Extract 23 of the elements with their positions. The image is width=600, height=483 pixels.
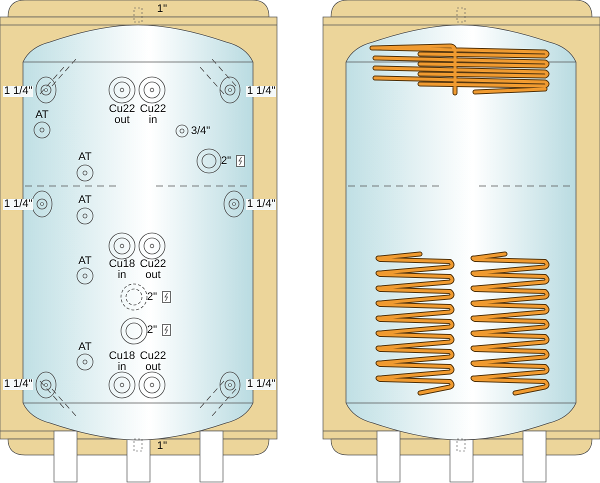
port-label: 1 1/4"	[3, 379, 34, 390]
port-label: AT	[77, 342, 93, 353]
port-label: AT	[77, 195, 93, 206]
port-label: 1 1/4"	[246, 199, 276, 210]
port-label: 1 1/4"	[3, 199, 34, 210]
port-label: Cu22 out	[138, 351, 168, 373]
port-label: Cu22 in	[138, 104, 168, 126]
port-label: 1 1/4"	[246, 86, 276, 97]
port-label: Cu22 out	[108, 104, 136, 126]
port-label: 1"	[157, 441, 168, 452]
port-label: 1"	[157, 4, 168, 15]
port-label: Cu18 in	[108, 259, 136, 281]
port-label: 1 1/4"	[3, 86, 34, 97]
port-label: AT	[77, 256, 93, 267]
port-label: AT	[77, 152, 93, 163]
port-label: 2"	[147, 292, 158, 303]
port-label: Cu18 in	[108, 351, 136, 373]
port-label: 2"	[221, 156, 232, 167]
port-label: AT	[34, 110, 50, 121]
port-label: 2"	[147, 325, 158, 336]
port-label: 1 1/4"	[246, 379, 276, 390]
port-label: Cu22 out	[138, 259, 168, 281]
port-label: 3/4"	[191, 126, 210, 137]
